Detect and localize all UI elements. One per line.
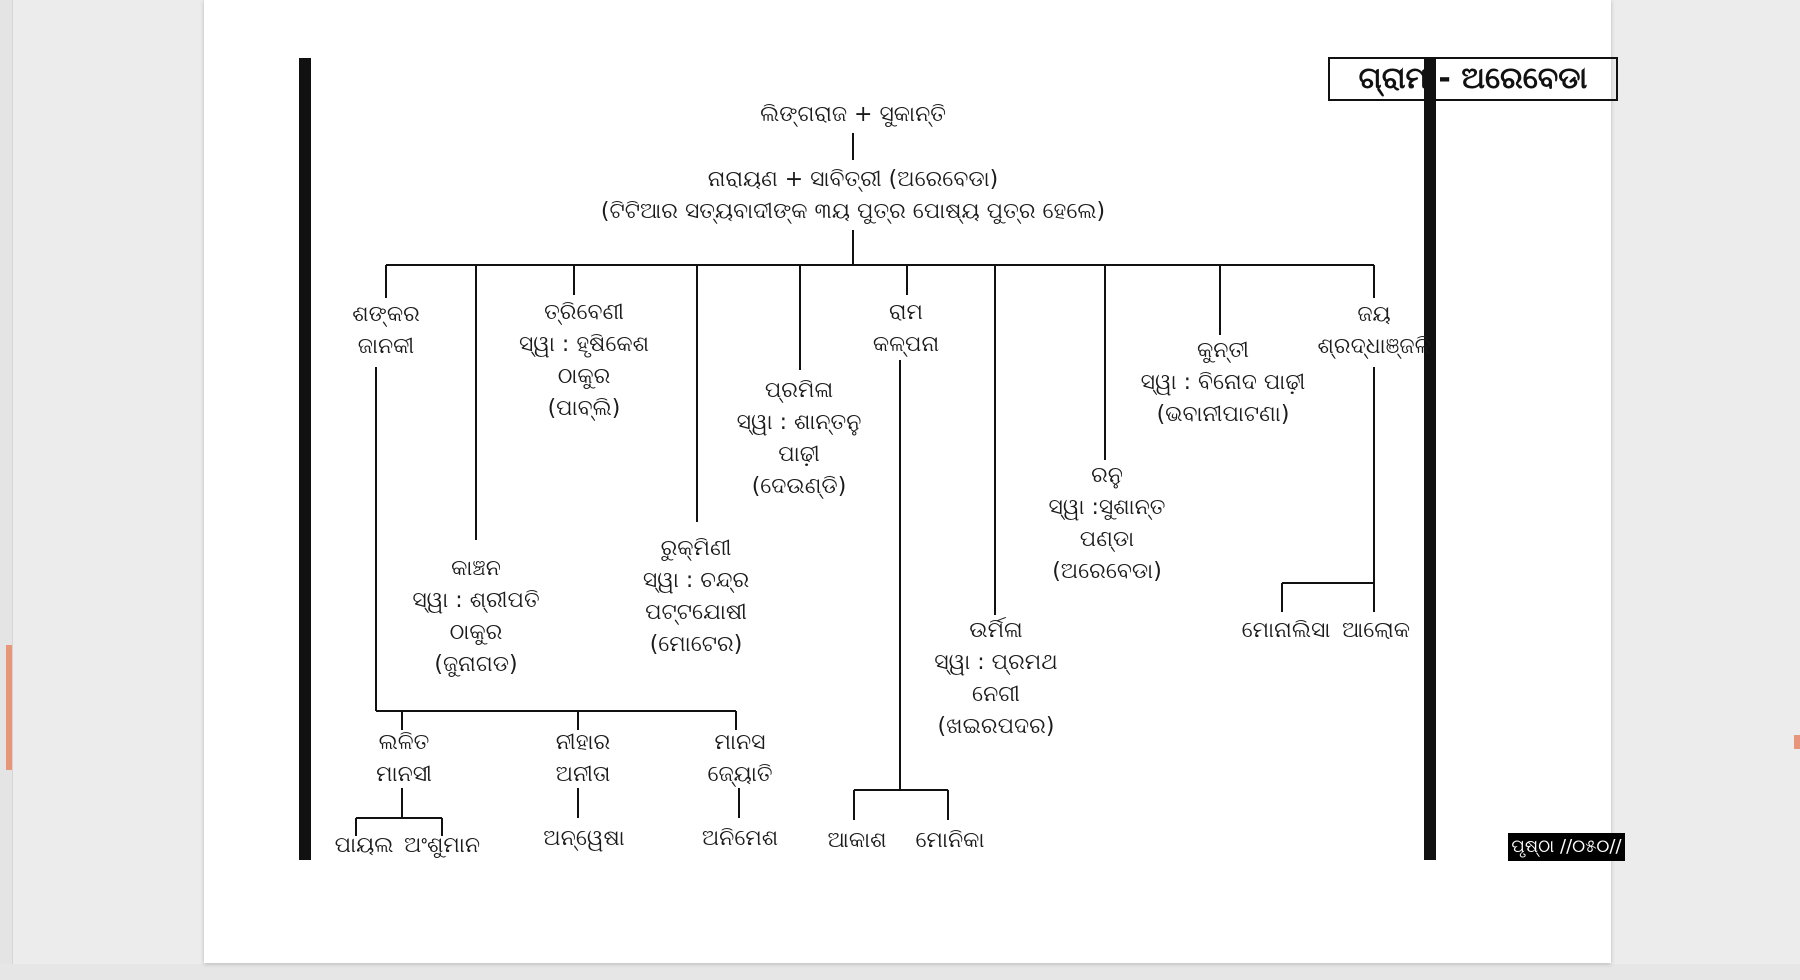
- node-shankar: ଶଙ୍କର ଜାନକୀ: [352, 302, 420, 359]
- node-payal: ପାୟଲ: [334, 833, 394, 858]
- village-title: ଗ୍ରାମ - ଅରେବେଡା: [1328, 57, 1618, 101]
- family-tree-lines: [299, 58, 1436, 860]
- left-accent-bar: [6, 645, 12, 770]
- node-pramila: ପ୍ରମିଳା ସ୍ୱା : ଶାନ୍ତନୁ ପାଢ଼ୀ (ଦେଉଣ୍ଡି): [736, 378, 862, 499]
- page-number-badge: ପୃଷ୍ଠା //୦୫୦//: [1508, 833, 1625, 861]
- node-urmila: ଉର୍ମିଳା ସ୍ୱା : ପ୍ରମଥ ନେଗୀ (ଖଇରପଦର): [934, 618, 1058, 739]
- node-monika: ମୋନିକା: [915, 828, 985, 853]
- node-kanchan: କାଞ୍ଚନ ସ୍ୱା : ଶ୍ରୀପତି ଠାକୁର (ଜୁନାଗଡ): [412, 556, 540, 677]
- node-tribeni: ତ୍ରିବେଣୀ ସ୍ୱା : ହୃଷିକେଶ ଠାକୁର (ପାବ୍ଲି): [518, 300, 650, 421]
- right-accent-mark: [1794, 735, 1800, 749]
- node-alok: ଆଲୋକ: [1341, 618, 1411, 643]
- node-kunti: କୁନ୍ତୀ ସ୍ୱା : ବିନୋଦ ପାଢ଼ୀ (ଭବାନୀପାଟଣା): [1140, 338, 1306, 427]
- node-rukmini: ରୁକ୍ମିଣୀ ସ୍ୱା : ଚନ୍ଦ୍ର ପଟ୍ଟଯୋଷୀ (ମୋଟେର): [642, 536, 750, 657]
- node-manas: ମାନସ ଜ୍ୟୋତି: [707, 730, 773, 787]
- node-akash: ଆକାଶ: [827, 828, 887, 853]
- bottom-strip: [0, 964, 1800, 980]
- node-jay: ଜୟ ଶ୍ରଦ୍ଧାଞ୍ଜଳି: [1317, 302, 1431, 359]
- node-nihar: ନୀହାର ଅନୀତା: [555, 730, 611, 787]
- node-anwesha: ଅନ୍ୱେଷା: [543, 826, 625, 851]
- node-ram: ରାମ କଳ୍ପନା: [872, 300, 940, 357]
- node-anshuman: ଅଂଶୁମାନ: [403, 833, 481, 858]
- left-panel-strip: [0, 0, 13, 980]
- second-couple-line1: ନାରାୟଣ + ସାବିତ୍ରୀ (ଅରେବେଡା): [707, 167, 999, 192]
- node-lalit: ଲଳିତ ମାନସୀ: [376, 730, 432, 787]
- node-animesh: ଅନିମେଶ: [701, 826, 779, 851]
- slide-page: ଗ୍ରାମ - ଅରେବେଡା ଲିଙ୍ଗରାଜ + ସୁକାନ୍ତି ନାରା…: [204, 0, 1625, 963]
- root-couple: ଲିଙ୍ଗରାଜ + ସୁକାନ୍ତି: [760, 102, 946, 127]
- node-monalisa: ମୋନାଲିସା: [1241, 618, 1331, 643]
- second-couple-line2: (ଟିଟିଆର ସତ୍ୟବାଦୀଙ୍କ ୩ୟ ପୁତ୍ର ପୋଷ୍ୟ ପୁତ୍ର…: [600, 199, 1106, 224]
- node-ranu: ରନୁ ସ୍ୱା :ସୁଶାନ୍ତ ପଣ୍ଡା (ଅରେବେଡା): [1048, 463, 1166, 584]
